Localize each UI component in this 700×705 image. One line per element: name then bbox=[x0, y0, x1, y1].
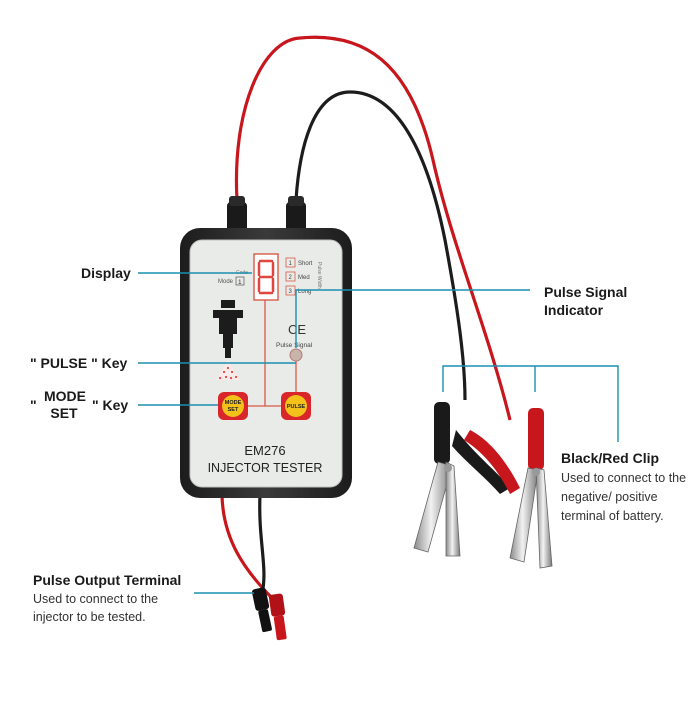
mode-option-1-num: 1 bbox=[289, 261, 293, 267]
mode-option-2-label: Med bbox=[298, 275, 310, 281]
injector-icon bbox=[213, 300, 243, 358]
pulse-signal-callout-line1: Pulse Signal bbox=[544, 284, 628, 300]
clip-callout-desc-1: Used to connect to the bbox=[561, 471, 687, 485]
digit-segments bbox=[257, 259, 275, 295]
output-callout-title: Pulse Output Terminal bbox=[33, 572, 182, 588]
mode-key-callout-open: " bbox=[30, 397, 37, 413]
model-label: EM276 bbox=[244, 443, 285, 458]
pulse-button-label: PULSE bbox=[287, 404, 306, 410]
spray-icon bbox=[216, 360, 240, 380]
clip-callout-line bbox=[442, 365, 619, 442]
left-post bbox=[227, 202, 247, 232]
mode-key-callout-close: " Key bbox=[92, 397, 129, 413]
pulse-output-terminal bbox=[251, 587, 287, 641]
red-alligator-clip bbox=[464, 408, 553, 569]
ce-mark: CE bbox=[288, 322, 306, 337]
tester-device: Code Mode 1 1 Short 2 Med 3 Long Pulse W… bbox=[180, 196, 352, 498]
pulse-button[interactable]: PULSE bbox=[281, 392, 311, 420]
mode-option-1-label: Short bbox=[298, 261, 313, 267]
mode-button-line2: SET bbox=[228, 407, 239, 413]
pulse-signal-label: Pulse Signal bbox=[276, 342, 313, 349]
mode-option-3-label: Long bbox=[298, 289, 311, 295]
output-callout-desc-2: injector to be tested. bbox=[33, 610, 146, 624]
pulse-signal-callout-line bbox=[295, 289, 530, 348]
pulse-key-callout: " PULSE " Key bbox=[30, 355, 128, 371]
callout-lines bbox=[138, 272, 619, 594]
mode-button-line1: MODE bbox=[225, 400, 242, 406]
device-name-label: INJECTOR TESTER bbox=[208, 461, 323, 475]
display-callout: Display bbox=[81, 265, 131, 281]
clip-callout-title: Black/Red Clip bbox=[561, 450, 660, 466]
right-post bbox=[286, 202, 306, 232]
wires bbox=[220, 35, 512, 598]
black-wire-loop bbox=[294, 90, 467, 401]
output-wire-black bbox=[258, 494, 266, 595]
mode-set-button[interactable]: MODE SET bbox=[218, 392, 248, 420]
black-alligator-clip bbox=[413, 402, 510, 557]
pulse-signal-led bbox=[289, 348, 303, 362]
display-caption-mode: Mode bbox=[218, 279, 234, 285]
mode-key-callout-line1: MODE bbox=[44, 388, 86, 404]
mode-option-list: 1 Short 2 Med 3 Long bbox=[285, 257, 313, 296]
pulse-width-label: Pulse Width bbox=[316, 262, 322, 289]
mode-option-2-num: 2 bbox=[289, 275, 293, 281]
clip-callout-desc-2: negative/ positive bbox=[561, 490, 658, 504]
clip-callout-desc-3: terminal of battery. bbox=[561, 509, 664, 523]
mode-key-callout-line2: SET bbox=[50, 405, 78, 421]
output-callout-desc-1: Used to connect to the bbox=[33, 592, 159, 606]
mode-option-3-num: 3 bbox=[289, 289, 293, 295]
mode-digit: 1 bbox=[238, 279, 242, 286]
pulse-signal-callout-line2: Indicator bbox=[544, 302, 604, 318]
red-wire-loop bbox=[234, 35, 512, 421]
